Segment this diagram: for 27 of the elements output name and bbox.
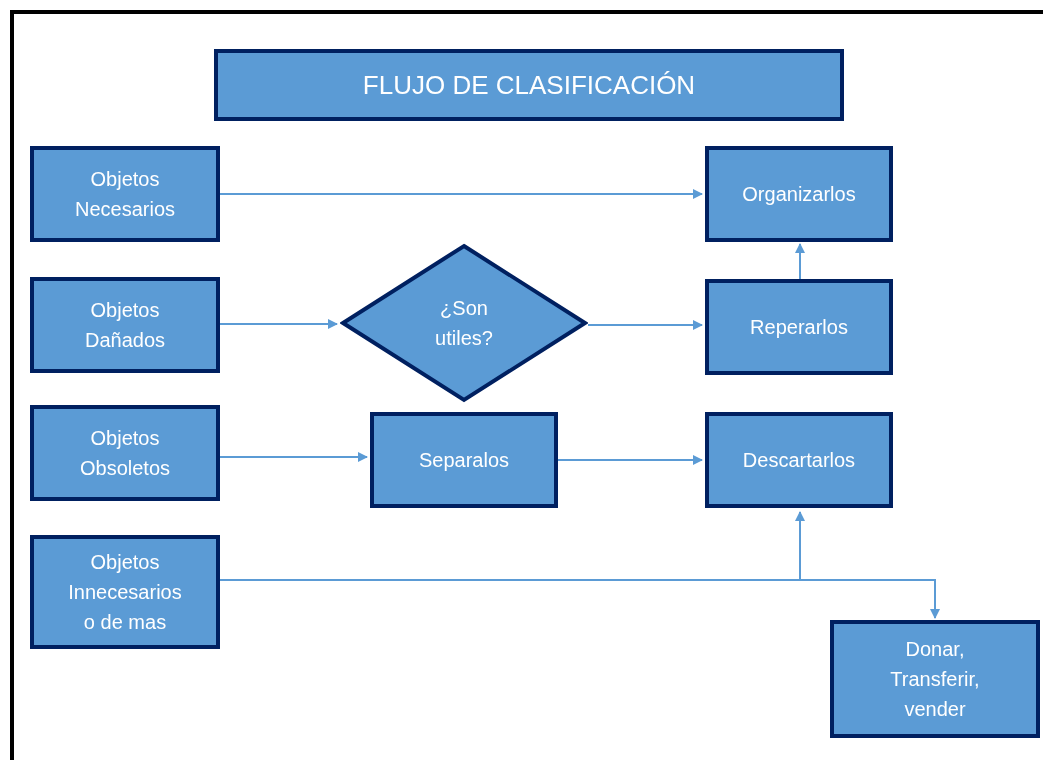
process-box bbox=[830, 620, 1040, 738]
node-label: Objetos Necesarios bbox=[73, 167, 176, 222]
arrow bbox=[587, 320, 703, 330]
node-label: ¿Son utiles? bbox=[434, 296, 494, 351]
node-label: Separalos bbox=[418, 448, 510, 473]
arrow bbox=[219, 189, 703, 199]
node-label: Objetos Innecesarios o de mas bbox=[67, 550, 183, 635]
process-box bbox=[30, 146, 220, 242]
node-label: Descartarlos bbox=[742, 448, 856, 473]
process-box bbox=[30, 535, 220, 649]
process-box bbox=[30, 405, 220, 501]
node-label: Objetos Obsoletos bbox=[78, 426, 172, 481]
arrow bbox=[795, 243, 805, 280]
node-label: Donar, Transferir, vender bbox=[889, 637, 981, 722]
arrow bbox=[219, 452, 368, 462]
arrow bbox=[219, 319, 338, 329]
process-box bbox=[370, 412, 558, 508]
process-box bbox=[705, 146, 893, 242]
process-box bbox=[30, 277, 220, 373]
title-banner: FLUJO DE CLASIFICACIÓN bbox=[214, 49, 844, 121]
node-label: Objetos Dañados bbox=[83, 298, 167, 353]
node-label: Organizarlos bbox=[742, 182, 856, 207]
arrow bbox=[557, 455, 703, 465]
decision-diamond bbox=[340, 243, 588, 403]
node-label: Reperarlos bbox=[750, 315, 848, 340]
process-box bbox=[705, 412, 893, 508]
process-box bbox=[705, 279, 893, 375]
